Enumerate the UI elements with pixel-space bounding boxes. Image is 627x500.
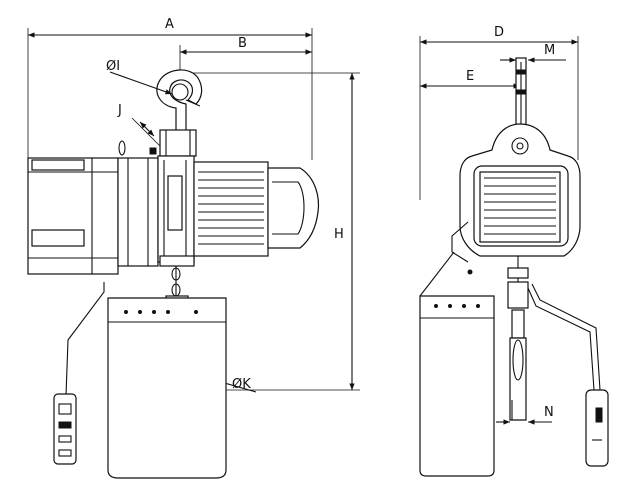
dimension-h: H	[180, 72, 360, 391]
center-gearbox	[157, 155, 195, 267]
dimension-a: A	[27, 17, 313, 160]
side-pendant	[527, 283, 609, 467]
dimension-n: N	[496, 405, 554, 425]
left-housing	[27, 140, 159, 275]
label-n: N	[544, 405, 554, 420]
dimension-d: D	[419, 25, 579, 200]
label-diameter-i: ØI	[106, 59, 120, 74]
label-a: A	[165, 17, 174, 32]
label-e: E	[466, 69, 474, 84]
side-view: D M E	[419, 25, 609, 477]
label-b: B	[238, 36, 247, 51]
motor-fins	[198, 171, 264, 245]
front-view: A B H ØI J	[27, 17, 360, 479]
label-m: M	[544, 43, 555, 58]
suspension-block	[149, 129, 197, 157]
side-chain-hook	[507, 256, 529, 421]
dimension-m: M	[500, 43, 566, 63]
side-hook-plate	[515, 57, 527, 133]
pendant-control	[53, 282, 105, 465]
motor-body	[193, 161, 320, 257]
side-chain-bag	[419, 251, 495, 477]
label-d: D	[494, 25, 504, 40]
label-h: H	[334, 227, 344, 242]
label-j: J	[117, 103, 122, 118]
dimension-e: E	[420, 69, 520, 89]
load-bag	[107, 297, 227, 479]
label-diameter-k: ØK	[232, 377, 251, 392]
side-housing	[451, 123, 581, 275]
top-hook: ØI J	[106, 59, 203, 147]
